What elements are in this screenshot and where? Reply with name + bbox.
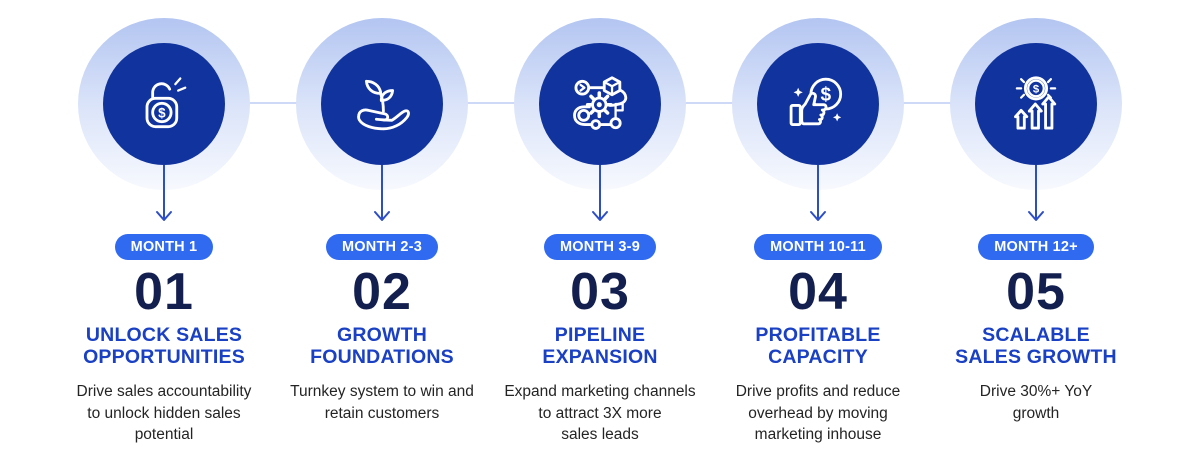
step-3-circle [539,43,661,165]
month-badge: MONTH 3-9 [544,234,656,260]
step-3-graphic [514,18,686,221]
step-description: Drive sales accountability to unlock hid… [76,383,252,443]
step-2-circle [321,43,443,165]
svg-text:$: $ [820,84,831,105]
step-4-halo: $ [732,18,904,190]
step-number: 01 [134,263,194,321]
step-title: SCALABLE SALES GROWTH [955,323,1117,369]
svg-text:$: $ [1033,84,1040,96]
svg-text:$: $ [158,105,166,120]
down-arrow-icon [810,165,826,221]
step-number: 03 [570,263,630,321]
step-description: Drive 30%+ YoY growth [979,383,1093,422]
down-arrow-icon [374,165,390,221]
step-description: Turnkey system to win and retain custome… [290,383,474,422]
month-badge: MONTH 1 [114,234,214,260]
timeline-step-5: $ MONTH 12+ [927,18,1145,470]
unlocked-padlock-dollar-icon: $ [145,77,187,129]
step-title: GROWTH FOUNDATIONS [310,323,454,369]
step-4-circle: $ [757,43,879,165]
step-number: 04 [788,263,848,321]
process-gear-path-icon [573,76,628,130]
step-5-circle: $ [975,43,1097,165]
step-5-halo: $ [950,18,1122,190]
step-title: UNLOCK SALES OPPORTUNITIES [83,323,245,369]
month-badge: MONTH 10-11 [754,234,882,260]
dollar-coin-growth-arrows-icon: $ [1014,76,1057,130]
down-arrow-icon [156,165,172,221]
timeline-step-4: $ MONTH 10-11 04 PROFITABLE CAPACITY Dri… [709,18,927,470]
seedling-in-hand-icon [357,79,410,131]
down-arrow-icon [1028,165,1044,221]
down-arrow-icon [592,165,608,221]
step-2-halo [296,18,468,190]
timeline-step-3: MONTH 3-9 03 PIPELINE EXPANSION Expand m… [491,18,709,470]
step-title: PROFITABLE CAPACITY [755,323,881,369]
step-2-graphic [296,18,468,221]
step-number: 02 [352,263,412,321]
step-description: Drive profits and reduce overhead by mov… [735,383,901,443]
step-1-circle: $ [103,43,225,165]
step-5-graphic: $ [950,18,1122,221]
step-1-halo: $ [78,18,250,190]
step-title: PIPELINE EXPANSION [542,323,658,369]
step-3-halo [514,18,686,190]
month-badge: MONTH 12+ [978,234,1094,260]
step-description: Expand marketing channels to attract 3X … [504,383,696,443]
step-4-graphic: $ [732,18,904,221]
timeline-step-1: $ MONTH 1 01 UNLOCK SALES OPPORTUNITIES … [55,18,273,470]
step-1-graphic: $ [78,18,250,221]
timeline-step-2: MONTH 2-3 02 GROWTH FOUNDATIONS Turnkey … [273,18,491,470]
month-badge: MONTH 2-3 [326,234,438,260]
thumbs-up-dollar-icon: $ [789,77,843,126]
step-number: 05 [1006,263,1066,321]
